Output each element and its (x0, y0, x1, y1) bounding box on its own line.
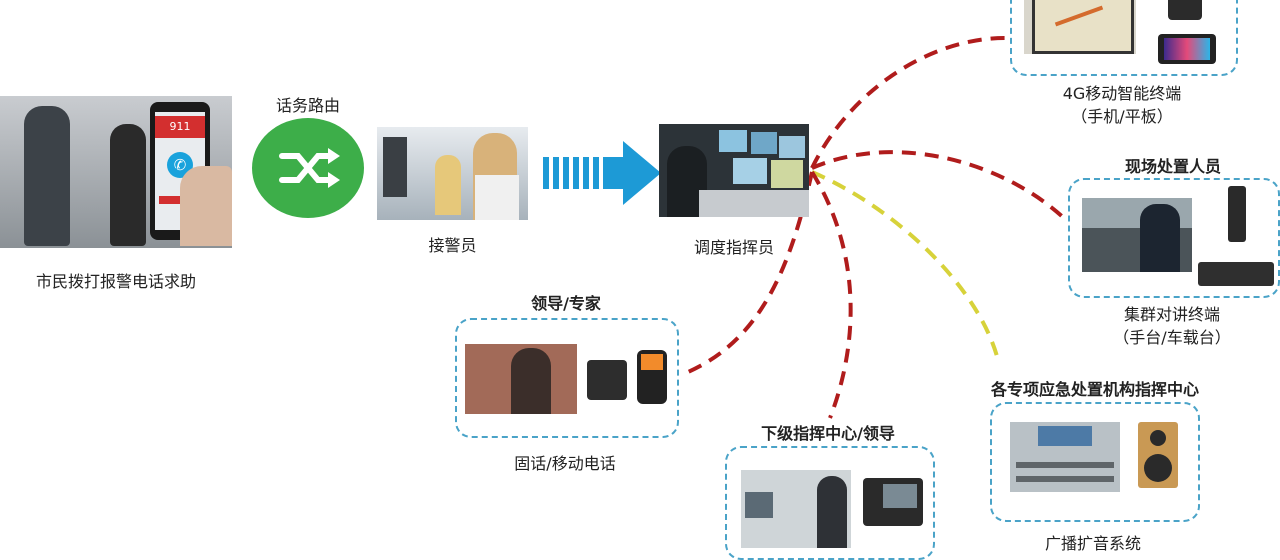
video-phone-image (863, 478, 923, 526)
mobile-terminal-box (1010, 0, 1238, 76)
officer-photo (1082, 198, 1192, 272)
phone-screen-image (1158, 34, 1216, 64)
line-to-mobile (810, 36, 1006, 169)
mobile-terminal-line1: 4G移动智能终端 (1062, 84, 1182, 103)
line-to-emergency (811, 170, 1000, 361)
vehicle-radio-image (1198, 262, 1274, 286)
tablet-map-image (1024, 0, 1136, 54)
field-staff-title: 现场处置人员 (1124, 157, 1221, 176)
line-to-field (811, 150, 1070, 224)
field-staff-line1: 集群对讲终端 (1123, 305, 1220, 324)
leader-photo (465, 344, 577, 414)
leaders-box (455, 318, 679, 438)
desk-phone-image (587, 360, 627, 400)
office-photo (741, 470, 851, 548)
handheld-radio-image (1228, 186, 1246, 242)
route-shuffle-icon (252, 118, 364, 218)
dispatcher-photo (659, 124, 809, 217)
leaders-caption: 固话/移动电话 (514, 454, 616, 473)
mobile-phone-image (637, 350, 667, 404)
leaders-title: 领导/专家 (531, 294, 601, 313)
connection-lines (687, 36, 1070, 419)
caller-photo: 911 ✆ (0, 96, 232, 248)
line-to-subcenter (810, 170, 853, 419)
field-staff-box (1068, 178, 1280, 298)
receiver-label: 接警员 (428, 236, 477, 255)
phone-screen-number: 911 (155, 116, 205, 138)
receiver-photo (377, 127, 528, 220)
dispatcher-label: 调度指挥员 (693, 238, 774, 257)
meeting-hall-photo (1010, 422, 1120, 492)
smartphone-image (1168, 0, 1202, 20)
speaker-image (1138, 422, 1178, 488)
emergency-title: 各专项应急处置机构指挥中心 (990, 380, 1199, 399)
mobile-terminal-line2: （手机/平板） (1071, 107, 1173, 126)
emergency-box (990, 402, 1200, 522)
sub-center-title: 下级指挥中心/领导 (761, 424, 895, 443)
routing-label: 话务路由 (275, 96, 340, 115)
field-staff-line2: （手台/车载台） (1113, 328, 1231, 347)
call-icon: ✆ (167, 152, 193, 178)
sub-center-box (725, 446, 935, 560)
emergency-caption: 广播扩音系统 (1044, 534, 1141, 553)
caller-label: 市民拨打报警电话求助 (35, 272, 196, 291)
forward-arrow-icon (543, 141, 661, 205)
